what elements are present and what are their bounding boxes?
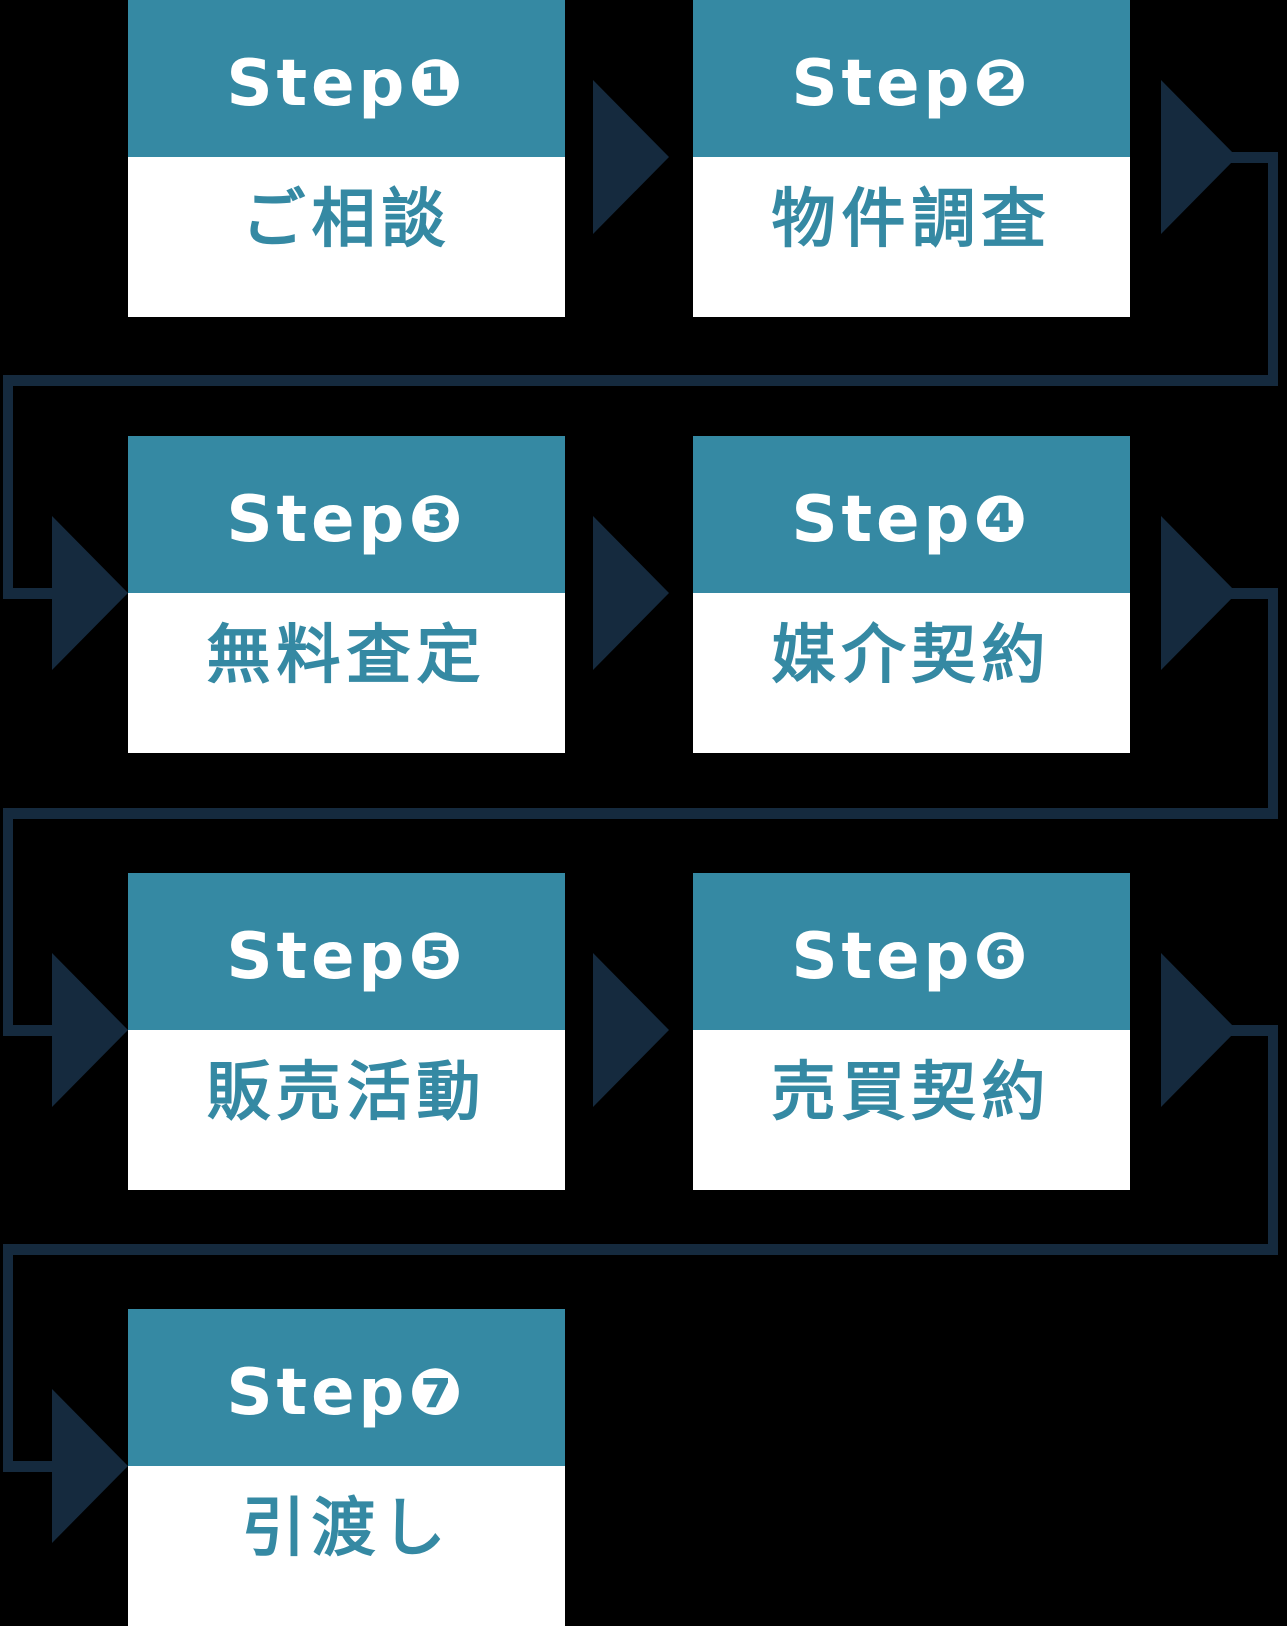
step-title-label: 媒介契約	[771, 619, 1052, 693]
step-6-body: 売買契約	[693, 1030, 1130, 1190]
connector-stub-right	[1230, 1025, 1278, 1036]
step-5-header: Step❺	[128, 873, 565, 1030]
arrow-right-icon	[593, 80, 669, 234]
connector-line-vertical-left	[3, 375, 13, 599]
step-7-body: 引渡し	[128, 1466, 565, 1626]
arrow-right-icon	[52, 516, 128, 670]
step-number-label: Step❸	[226, 482, 467, 557]
step-number-label: Step❺	[226, 919, 467, 994]
step-3-card: Step❸ 無料査定	[128, 436, 565, 753]
step-4-card: Step❹ 媒介契約	[693, 436, 1130, 753]
step-title-label: ご相談	[241, 183, 452, 257]
step-number-label: Step❹	[791, 482, 1032, 557]
connector-stub-left	[3, 1025, 52, 1036]
connector-stub-right	[1230, 588, 1278, 599]
step-5-card: Step❺ 販売活動	[128, 873, 565, 1190]
step-6-card: Step❻ 売買契約	[693, 873, 1130, 1190]
step-number-label: Step❷	[791, 46, 1032, 121]
step-title-label: 無料査定	[206, 619, 487, 693]
arrow-right-icon	[1161, 953, 1237, 1107]
step-number-label: Step❼	[226, 1355, 467, 1430]
arrow-right-icon	[1161, 516, 1237, 670]
step-4-header: Step❹	[693, 436, 1130, 593]
step-title-label: 物件調査	[771, 183, 1052, 257]
connector-line-vertical-left	[3, 1244, 13, 1472]
arrow-right-icon	[52, 953, 128, 1107]
step-3-body: 無料査定	[128, 593, 565, 753]
step-number-label: Step❶	[226, 46, 467, 121]
arrow-right-icon	[593, 516, 669, 670]
connector-line-vertical-left	[3, 808, 13, 1036]
step-7-card: Step❼ 引渡し	[128, 1309, 565, 1626]
step-1-card: Step❶ ご相談	[128, 0, 565, 317]
step-title-label: 販売活動	[206, 1056, 487, 1130]
step-1-header: Step❶	[128, 0, 565, 157]
step-6-header: Step❻	[693, 873, 1130, 1030]
step-title-label: 引渡し	[241, 1492, 452, 1566]
connector-line-vertical-right	[1268, 1025, 1278, 1255]
step-title-label: 売買契約	[771, 1056, 1052, 1130]
connector-line-horizontal	[3, 808, 1278, 819]
step-7-header: Step❼	[128, 1309, 565, 1466]
arrow-right-icon	[593, 953, 669, 1107]
step-2-card: Step❷ 物件調査	[693, 0, 1130, 317]
step-2-header: Step❷	[693, 0, 1130, 157]
connector-line-horizontal	[3, 1244, 1278, 1255]
step-1-body: ご相談	[128, 157, 565, 317]
step-3-header: Step❸	[128, 436, 565, 593]
connector-line-vertical-right	[1268, 152, 1278, 386]
connector-line-vertical-right	[1268, 588, 1278, 819]
connector-stub-right	[1230, 152, 1278, 163]
connector-stub-left	[3, 1461, 52, 1472]
step-number-label: Step❻	[791, 919, 1032, 994]
step-5-body: 販売活動	[128, 1030, 565, 1190]
connector-line-horizontal	[3, 375, 1278, 386]
step-2-body: 物件調査	[693, 157, 1130, 317]
arrow-right-icon	[1161, 80, 1237, 234]
step-4-body: 媒介契約	[693, 593, 1130, 753]
arrow-right-icon	[52, 1389, 128, 1543]
connector-stub-left	[3, 588, 52, 599]
